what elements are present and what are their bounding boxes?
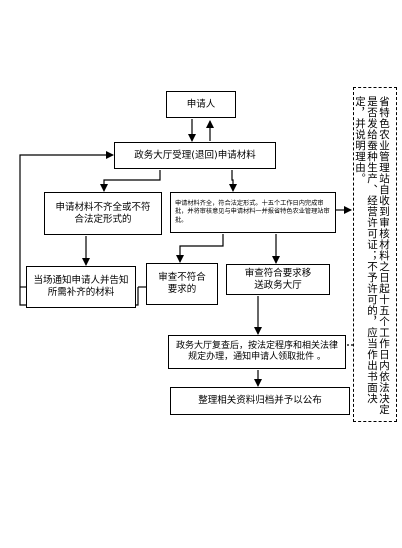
node-notify: 当场通知申请人并告知所需补齐的材料: [26, 266, 136, 308]
node-applicant-label: 申请人: [186, 98, 216, 110]
node-approve-label: 审查符合要求移送政务大厅: [244, 267, 312, 291]
node-incomplete-label: 申请材料不齐全或不符合法定形式的: [55, 201, 151, 225]
arrow-loop-to-receive: [19, 151, 114, 287]
node-archive-label: 整理相关资料归档并予以公布: [198, 395, 322, 407]
node-receive-label: 政务大厅受理(退回)申请材料: [134, 149, 256, 161]
node-complete: 申请材料齐全，符合法定形式。十五个工作日内完成审批，并将审核意见与申请材料一并报…: [170, 192, 336, 233]
node-approve: 审查符合要求移送政务大厅: [226, 264, 330, 295]
arrow-receive-to-incomplete: [100, 170, 161, 192]
node-reject-label: 审查不符合要求的: [158, 272, 206, 295]
arrow-receive-to-complete: [229, 170, 237, 192]
node-notify-label: 当场通知申请人并告知所需补齐的材料: [33, 275, 129, 298]
node-review-label: 政务大厅复查后，按法定程序和相关法律规定办理，通知申请人领取批件 。: [175, 340, 338, 362]
node-reject: 审查不符合要求的: [146, 263, 218, 305]
arrow-complete-to-reject: [176, 234, 224, 263]
side-note-box: 省特色农业管理站自收到审核材料之日起十五个工作日内依法决定是否发给蚕种生产、经营…: [353, 87, 397, 422]
node-review: 政务大厅复查后，按法定程序和相关法律规定办理，通知申请人领取批件 。: [168, 335, 346, 369]
node-incomplete: 申请材料不齐全或不符合法定形式的: [44, 192, 162, 235]
side-note-text: 省特色农业管理站自收到审核材料之日起十五个工作日内依法决定是否发给蚕种生产、经营…: [354, 96, 390, 415]
node-archive: 整理相关资料归档并予以公布: [170, 387, 350, 415]
node-complete-label: 申请材料齐全，符合法定形式。十五个工作日内完成审批，并将审核意见与申请材料一并报…: [175, 199, 330, 224]
node-receive: 政务大厅受理(退回)申请材料: [114, 142, 276, 169]
node-applicant: 申请人: [166, 91, 236, 118]
